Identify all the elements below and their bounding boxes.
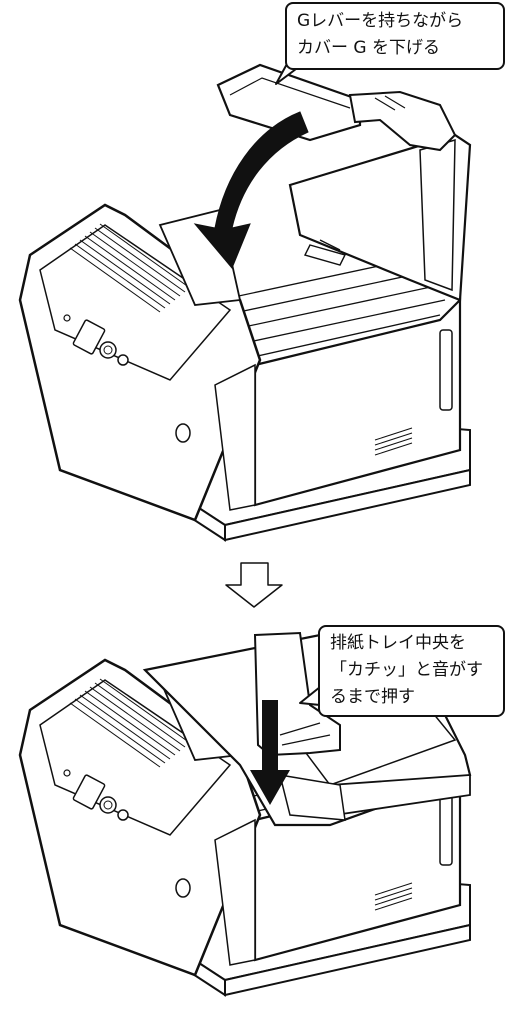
- step1-callout: Gレバーを持ちながら カバー G を下げる: [285, 2, 505, 70]
- step1-caption-line-2: カバー G を下げる: [297, 38, 440, 58]
- step1-caption-line-1: Gレバーを持ちながら: [297, 11, 464, 31]
- step2-caption-line-1: 排紙トレイ中央を: [330, 633, 466, 653]
- press-arrow-icon: [250, 700, 290, 805]
- curved-black-arrow-icon: [193, 111, 309, 269]
- down-outline-arrow-icon: [225, 562, 283, 608]
- step1-illustration: [18, 61, 472, 542]
- step2-callout: 排紙トレイ中央を 「カチッ」と音がす るまで押す: [318, 625, 505, 717]
- step2-caption-line-2: 「カチッ」と音がす: [330, 660, 483, 680]
- step2-caption-line-3: るまで押す: [330, 687, 415, 707]
